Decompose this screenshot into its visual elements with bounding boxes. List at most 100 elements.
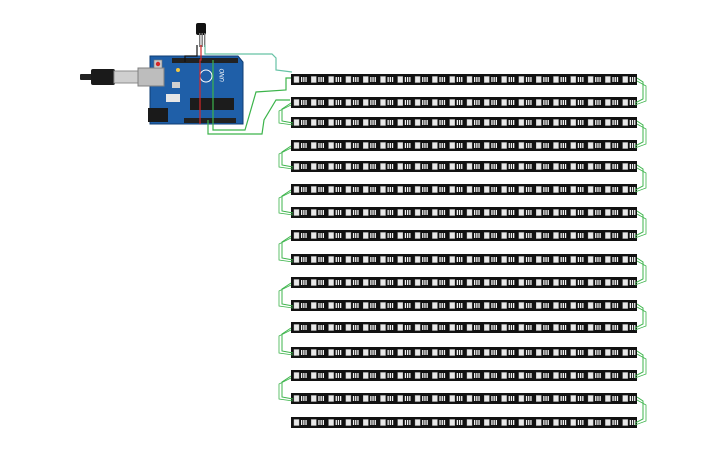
usb-cable[interactable] [80,69,139,85]
strip-power-wire[interactable] [634,80,647,106]
led-pad [301,164,303,169]
led-strip[interactable] [291,393,637,404]
strip-power-wire[interactable] [634,353,647,379]
led-pad [372,164,374,169]
strip-link-wire[interactable] [634,77,644,104]
led-pad [335,350,337,355]
led-strip[interactable] [291,117,637,128]
potentiometer[interactable] [196,23,206,47]
strip-link-wire[interactable] [281,375,294,400]
led-strip[interactable] [291,161,637,172]
led-pixel [449,419,455,426]
strip-link-wire[interactable] [634,396,644,424]
led-pixel [328,256,334,263]
led-pad [409,100,411,105]
led-pad [476,396,478,401]
led-pixel [622,186,628,193]
led-pad [355,420,357,425]
led-pixel [380,349,386,356]
strip-link-wire[interactable] [281,102,294,124]
strip-power-wire[interactable] [634,123,647,149]
led-pad [493,420,495,425]
led-pad [335,164,337,169]
strip-link-wire[interactable] [634,120,644,147]
led-pad [478,100,480,105]
strip-link-wire[interactable] [281,282,294,307]
led-pixel [466,186,473,193]
data-wire-2[interactable] [207,99,290,135]
strip-link-wire[interactable] [634,210,644,237]
led-strip[interactable] [291,254,637,265]
led-pixel [570,372,576,379]
led-pixel [605,142,611,149]
led-pad [337,350,340,355]
strip-power-wire[interactable] [278,377,294,402]
strip-power-wire[interactable] [278,147,294,170]
led-pad [508,210,510,215]
led-pixel [293,209,300,216]
led-pad [387,325,389,330]
strip-power-wire[interactable] [634,213,647,239]
led-matrix[interactable] [291,74,637,428]
led-pad [301,280,303,285]
strip-power-wire[interactable] [278,329,294,356]
led-pixel [363,232,369,239]
led-strip[interactable] [291,184,637,195]
strip-power-wire[interactable] [278,237,294,263]
strip-power-wire[interactable] [634,167,647,193]
led-strip[interactable] [291,322,637,333]
strip-power-wire[interactable] [634,306,647,331]
led-pad [357,120,359,125]
led-pad [357,187,359,192]
led-strip[interactable] [291,97,637,108]
led-pad [443,373,446,378]
signal-wire[interactable] [204,45,293,73]
led-pixel [397,324,403,331]
strip-link-wire[interactable] [281,145,294,168]
led-strip[interactable] [291,300,637,311]
led-pad [580,303,582,308]
strip-power-wire[interactable] [278,284,294,309]
led-pixel [553,99,559,106]
led-strip[interactable] [291,277,637,288]
led-pad [458,280,461,285]
led-pad [543,350,545,355]
led-pad [597,280,599,285]
strip-link-wire[interactable] [281,327,294,354]
strip-link-wire[interactable] [281,189,294,214]
led-strip[interactable] [291,140,637,151]
led-pad [493,373,495,378]
strip-link-wire[interactable] [281,235,294,261]
led-strip[interactable] [291,347,637,358]
led-strip[interactable] [291,74,637,85]
led-strip[interactable] [291,230,637,241]
strip-power-wire[interactable] [634,260,647,286]
usb-connector [113,70,139,84]
led-strip[interactable] [291,207,637,218]
led-pad [631,257,634,262]
led-pixel [466,256,473,263]
led-strip[interactable] [291,370,637,381]
strip-link-wire[interactable] [634,303,644,329]
led-pad [422,325,424,330]
strip-power-wire[interactable] [634,399,647,426]
strip-link-wire[interactable] [634,350,644,377]
led-pad [493,120,495,125]
led-pad [456,350,458,355]
led-pad [407,187,409,192]
data-wire-main[interactable] [212,60,292,131]
led-pad [389,77,391,82]
led-pixel [328,209,334,216]
led-pad [599,420,601,425]
power-wire[interactable] [199,45,202,124]
strip-power-wire[interactable] [278,104,294,126]
led-pixel [345,395,352,402]
arduino-uno-board[interactable]: UNO [137,55,244,125]
led-strip[interactable] [291,417,637,428]
ground-wire[interactable] [184,45,198,62]
strip-link-wire[interactable] [634,257,644,284]
strip-link-wire[interactable] [634,164,644,191]
strip-power-wire[interactable] [278,191,294,216]
led-pixel [414,324,421,331]
